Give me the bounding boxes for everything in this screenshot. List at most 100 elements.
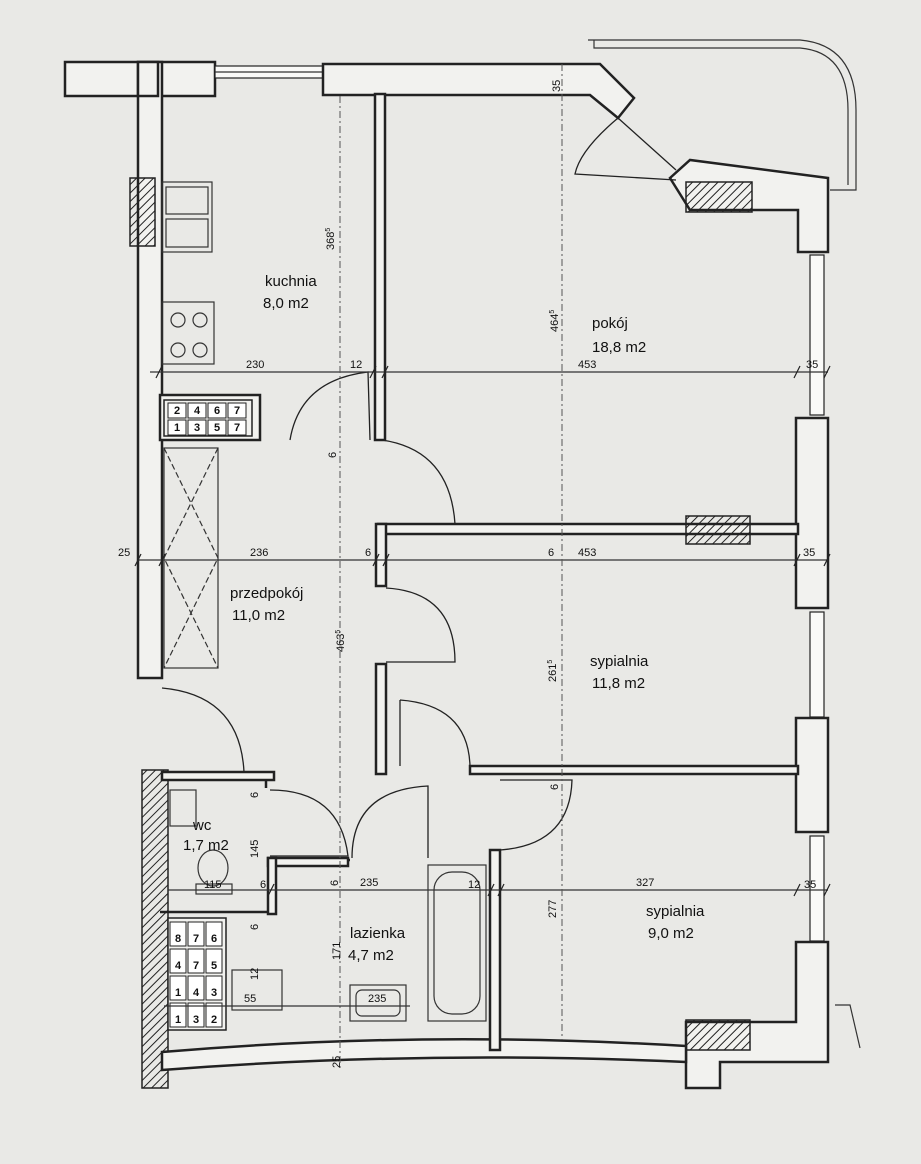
bath-tile-cell: [205, 948, 223, 974]
bath-tile-label: 7: [193, 960, 199, 972]
wall-wc-bath: [266, 856, 350, 868]
dim-row2-6a: 6: [365, 547, 371, 559]
wall-wc-bath-v: [266, 856, 278, 916]
dim-bath-55: 55: [244, 993, 256, 1005]
dim-bath-12: 12: [249, 968, 261, 980]
kitchen-tile-top-cell: [187, 402, 207, 419]
dim-row2-236: 236: [250, 547, 268, 559]
dim-bath-235: 235: [368, 993, 386, 1005]
dim-kitchen-depth: 3685: [325, 228, 337, 250]
room-sypialnia1-area: 11,8 m2: [592, 675, 645, 692]
dim-row2-6b: 6: [548, 547, 554, 559]
bath-tile-cell: [187, 948, 205, 974]
dim-wc-6a: 6: [249, 792, 261, 798]
dim-bottom-25: 25: [331, 1056, 343, 1068]
dim-row3-235: 235: [360, 877, 378, 889]
room-sypialnia2-area: 9,0 m2: [648, 925, 694, 942]
wardrobe: [163, 447, 219, 669]
bath-tile-label: 1: [175, 987, 181, 999]
wc-basin: [169, 789, 197, 827]
dim-wc-6b: 6: [260, 879, 266, 891]
dim-hall-6: 6: [327, 452, 339, 458]
wall-bath-bed2: [488, 848, 502, 1052]
dim-row2-35: 35: [803, 547, 815, 559]
bath-tile-cell: [169, 921, 187, 947]
room-sypialnia2-name: sypialnia: [646, 903, 705, 920]
dim-hall-depth: 4635: [335, 630, 347, 652]
room-lazienka-area: 4,7 m2: [348, 947, 394, 964]
bath-tile-cell: [187, 921, 205, 947]
chimney-mid: [685, 515, 751, 545]
dim-top-35: 35: [551, 80, 563, 92]
bath-tile-label: 5: [211, 960, 217, 972]
kitchen-tile-bottom-cell: [227, 419, 247, 436]
washing-machine: [231, 969, 283, 1011]
kitchen-tile-top-cell: [227, 402, 247, 419]
door-sypialnia: [385, 587, 456, 663]
bath-tile-label: 2: [211, 1014, 217, 1026]
room-przedpokoj-area: 11,0 m2: [232, 607, 285, 624]
kitchen-tile-bottom-label: 7: [234, 422, 240, 434]
kitchen-sink: [161, 181, 213, 253]
door-sypialnia2: [399, 699, 471, 767]
wall-corner-se: [684, 940, 830, 1090]
bath-tile-label: 8: [175, 933, 181, 945]
wall-right-1: [794, 416, 830, 610]
room-kuchnia-name: kuchnia: [265, 273, 317, 290]
wall-wc-top: [160, 770, 276, 782]
door-bathroom: [351, 785, 429, 859]
bath-tile-cell: [187, 975, 205, 1001]
kitchen-tile-bottom-label: 5: [214, 422, 220, 434]
dim-bed-depth: 2615: [547, 660, 559, 682]
door-kitchen: [289, 371, 371, 441]
bath-tile-cell: [205, 1002, 223, 1028]
bath-tile-label: 7: [193, 933, 199, 945]
bath-tile-cell: [205, 921, 223, 947]
dim-row3-327: 327: [636, 877, 654, 889]
wall-kitchen-pokoj: [373, 92, 387, 442]
dim-row1-453: 453: [578, 359, 596, 371]
window-sypialnia: [809, 611, 825, 718]
bath-tile-cell: [169, 948, 187, 974]
wc-toilet: [197, 849, 229, 887]
wall-top-right: [321, 62, 636, 120]
chimney-se: [685, 1019, 751, 1051]
room-kuchnia-area: 8,0 m2: [263, 295, 309, 312]
door-wc: [269, 789, 349, 857]
dim-row2-453: 453: [578, 547, 596, 559]
door-bedroom2-b: [499, 779, 573, 851]
kitchen-tile-top-label: 2: [174, 405, 180, 417]
dim-row3-35: 35: [804, 879, 816, 891]
dim-row3-12: 12: [468, 879, 480, 891]
wall-bedrooms: [468, 764, 800, 776]
bath-tile-label: 3: [193, 1014, 199, 1026]
room-pokoj-area: 18,8 m2: [592, 339, 646, 356]
wall-left: [136, 60, 164, 680]
kitchen-tile-bottom-label: 1: [174, 422, 180, 434]
wall-hall-sypialnia-bottom: [374, 662, 388, 776]
kitchen-tile-top-cell: [207, 402, 227, 419]
dim-row3-115: 115: [204, 879, 222, 891]
room-wc-name: wc: [192, 817, 212, 834]
bath-tile-label: 4: [175, 960, 182, 972]
dim-bath-171: 171: [331, 942, 343, 960]
balcony-outline: [588, 39, 857, 191]
door-balcony: [574, 117, 677, 181]
kitchen-tile-top-label: 6: [214, 405, 220, 417]
bath-tile-label: 4: [193, 987, 200, 999]
dim-bed2-277: 277: [547, 900, 559, 918]
kitchen-stove: [161, 301, 215, 365]
dim-pokoj-depth: 4645: [549, 310, 561, 332]
bath-sink: [349, 984, 407, 1022]
bath-tile-label: 6: [211, 933, 217, 945]
kitchen-tile-top-label: 7: [234, 405, 240, 417]
bath-tile-cell: [169, 1002, 187, 1028]
room-lazienka-name: lazienka: [350, 925, 406, 942]
wall-left-bottom: [141, 769, 169, 1089]
bath-tile-cell: [187, 1002, 205, 1028]
bath-tile-cell: [205, 975, 223, 1001]
wall-bottom: [160, 1038, 688, 1072]
door-pokoj: [381, 439, 456, 525]
